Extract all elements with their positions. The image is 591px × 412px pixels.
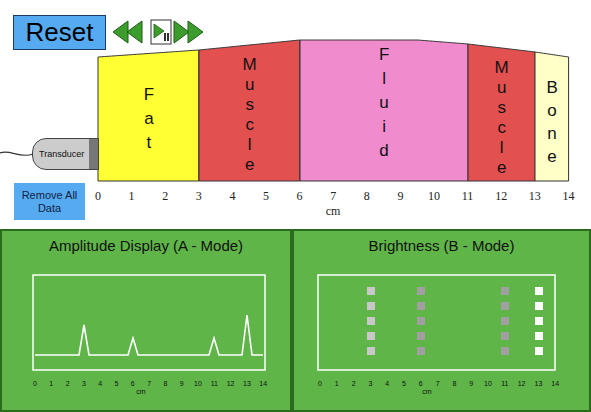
axis-tick-label: 8: [452, 380, 456, 387]
rewind-arrow: [113, 21, 128, 43]
axis-tick-label: 7: [147, 380, 151, 387]
axis-tick-label: 2: [66, 380, 70, 387]
axis-tick-label: 0: [33, 380, 37, 387]
tissue-outline: [199, 40, 300, 181]
tissue-name: Muscle: [491, 58, 511, 178]
axis-tick-label: 13: [534, 380, 542, 387]
transducer-text: Transducer: [33, 139, 98, 169]
axis-tick-label: 9: [180, 380, 184, 387]
axis-tick-label: 12: [495, 189, 507, 204]
reset-button: Reset: [13, 15, 106, 50]
axis-tick-label: 10: [428, 189, 440, 204]
axis-tick-label: 14: [259, 380, 267, 387]
tissue-layer: Muscle: [468, 35, 535, 181]
axis-tick-label: 6: [297, 189, 303, 204]
remove-data-button: Remove All Data: [14, 183, 85, 220]
axis-tick-label: 3: [368, 380, 372, 387]
axis-tick-label: 2: [352, 380, 356, 387]
axis-tick-label: 12: [227, 380, 235, 387]
axis-tick-label: 6: [131, 380, 135, 387]
axis-tick-label: 6: [419, 380, 423, 387]
pause-bar: [164, 33, 166, 41]
axis-tick-label: 1: [49, 380, 53, 387]
play-pause-icon: [151, 20, 171, 44]
axis-tick-label: 4: [229, 189, 235, 204]
pause-bar: [167, 33, 169, 41]
tissue-outline: [300, 40, 468, 181]
axis-unit: cm: [422, 388, 431, 395]
axis-tick-label: 13: [243, 380, 251, 387]
axis-tick-label: 9: [469, 380, 473, 387]
tissue-name: Muscle: [239, 55, 259, 175]
axis-tick-label: 3: [82, 380, 86, 387]
axis-tick-label: 7: [330, 189, 336, 204]
axis-tick-label: 5: [402, 380, 406, 387]
axis-tick-label: 12: [518, 380, 526, 387]
forward-arrow: [174, 21, 189, 43]
tissue-layer: Bone: [535, 35, 569, 181]
axis-tick-label: 5: [115, 380, 119, 387]
play-symbol: [154, 24, 164, 38]
axis-tick-label: 10: [194, 380, 202, 387]
tissue-outline: [468, 44, 535, 181]
axis-tick-label: 11: [211, 380, 218, 387]
axis-unit: cm: [136, 388, 145, 395]
axis-tick-label: 14: [562, 189, 574, 204]
axis-tick-label: 9: [397, 189, 403, 204]
axis-tick-label: 5: [263, 189, 269, 204]
axis-tick-label: 8: [364, 189, 370, 204]
tissue-outline: [98, 50, 199, 181]
axis-unit: cm: [326, 204, 341, 219]
axis-tick-label: 7: [436, 380, 440, 387]
tissue-name: Bone: [542, 78, 562, 170]
tissue-outline: [535, 52, 569, 181]
axis-tick-label: 8: [163, 380, 167, 387]
display-panel-text: Brightness (B - Mode): [294, 231, 589, 254]
axis-tick-label: 0: [95, 189, 101, 204]
tissue-layer: Fat: [98, 35, 199, 181]
axis-tick-label: 10: [484, 380, 492, 387]
tissue-name: Fluid: [374, 45, 394, 165]
display-panel-text: Amplitude Display (A - Mode): [2, 231, 290, 254]
axis-tick-label: 4: [385, 380, 389, 387]
axis-tick-label: 2: [162, 189, 168, 204]
forward-arrow: [188, 21, 203, 43]
rewind-arrow: [127, 21, 142, 43]
axis-tick-label: 0: [318, 380, 322, 387]
axis-tick-label: 3: [196, 189, 202, 204]
axis-tick-label: 11: [501, 380, 508, 387]
transducer: Transducer: [32, 138, 99, 170]
axis-tick-label: 1: [129, 189, 135, 204]
tissue-layer: Fluid: [300, 35, 468, 181]
reset-button-text: Reset: [14, 16, 105, 48]
axis-tick-label: 1: [335, 380, 339, 387]
axis-tick-label: 14: [551, 380, 559, 387]
tissue-name: Fat: [138, 85, 158, 157]
axis-tick-label: 11: [462, 189, 474, 204]
transducer-cable: [0, 152, 33, 155]
remove-data-button-text: Remove All Data: [14, 189, 85, 215]
axis-tick-label: 4: [98, 380, 102, 387]
axis-tick-label: 13: [529, 189, 541, 204]
tissue-layer: Muscle: [199, 35, 300, 181]
